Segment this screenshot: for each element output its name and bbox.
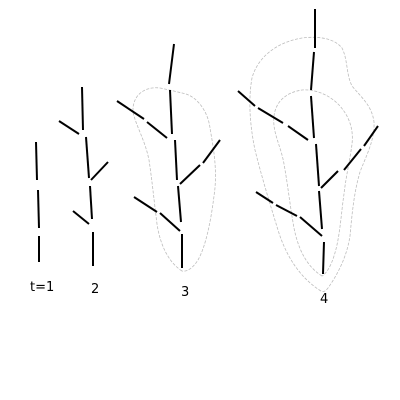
stage-2: 2 <box>58 86 109 297</box>
stage-3: 3 <box>116 43 221 300</box>
stage-4-inner-outline <box>273 89 353 277</box>
stage-2-segments <box>58 86 109 266</box>
stage-3-segments <box>116 43 221 268</box>
stage-4-segments <box>237 9 379 275</box>
stage-1: t=1 <box>30 141 54 295</box>
stage-4-label: 4 <box>320 292 328 307</box>
stage-1-label: t=1 <box>30 280 54 295</box>
stage-2-label: 2 <box>91 282 99 297</box>
stage-1-segments <box>35 141 40 262</box>
stage-3-outline <box>132 87 216 272</box>
stage-4: 4 <box>237 9 379 307</box>
stage-4-outer-outline <box>249 36 375 292</box>
stage-3-label: 3 <box>181 285 189 300</box>
